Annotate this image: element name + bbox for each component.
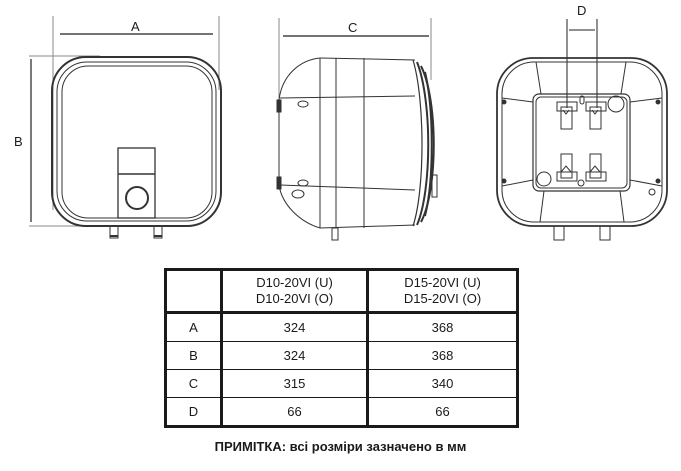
technical-drawings xyxy=(29,16,668,241)
model-d10-o: D10-20VI (O) xyxy=(255,291,334,306)
table-corner-cell xyxy=(165,269,223,314)
table-header-row: D10-20VI (U) D10-20VI (O) D15-20VI (U) D… xyxy=(165,269,518,314)
cell-d-d15: 66 xyxy=(367,397,518,427)
model-d15-o: D15-20VI (O) xyxy=(403,291,482,306)
cell-a-d15: 368 xyxy=(367,312,518,342)
model-d15-u: D15-20VI (U) xyxy=(404,275,481,290)
cell-c-d10: 315 xyxy=(221,369,369,398)
row-label-c: C xyxy=(165,369,223,398)
cell-b-d10: 324 xyxy=(221,341,369,370)
cell-d-d10: 66 xyxy=(221,397,369,427)
table-row: B 324 368 xyxy=(165,341,518,370)
table-row: C 315 340 xyxy=(165,369,518,398)
model-d10-u: D10-20VI (U) xyxy=(256,275,333,290)
back-view-drawing xyxy=(496,19,668,241)
table-row: A 324 368 xyxy=(165,312,518,342)
front-view-drawing xyxy=(29,16,222,239)
table-header-model-d15: D15-20VI (U) D15-20VI (O) xyxy=(367,269,518,314)
row-label-a: A xyxy=(165,312,223,342)
units-note: ПРИМІТКА: всі розміри зазначено в мм xyxy=(214,439,467,454)
dimension-label-d: D xyxy=(577,3,587,18)
dimension-label-b: B xyxy=(14,134,23,149)
row-label-b: B xyxy=(165,341,223,370)
side-view-drawing xyxy=(276,18,438,241)
table-header-model-d10: D10-20VI (U) D10-20VI (O) xyxy=(221,269,369,314)
cell-b-d15: 368 xyxy=(367,341,518,370)
row-label-d: D xyxy=(165,397,223,427)
table-row: D 66 66 xyxy=(165,397,518,427)
dimensions-table: D10-20VI (U) D10-20VI (O) D15-20VI (U) D… xyxy=(164,268,519,428)
dimension-label-c: C xyxy=(348,20,358,35)
dimension-label-a: A xyxy=(131,19,140,34)
cell-a-d10: 324 xyxy=(221,312,369,342)
cell-c-d15: 340 xyxy=(367,369,518,398)
